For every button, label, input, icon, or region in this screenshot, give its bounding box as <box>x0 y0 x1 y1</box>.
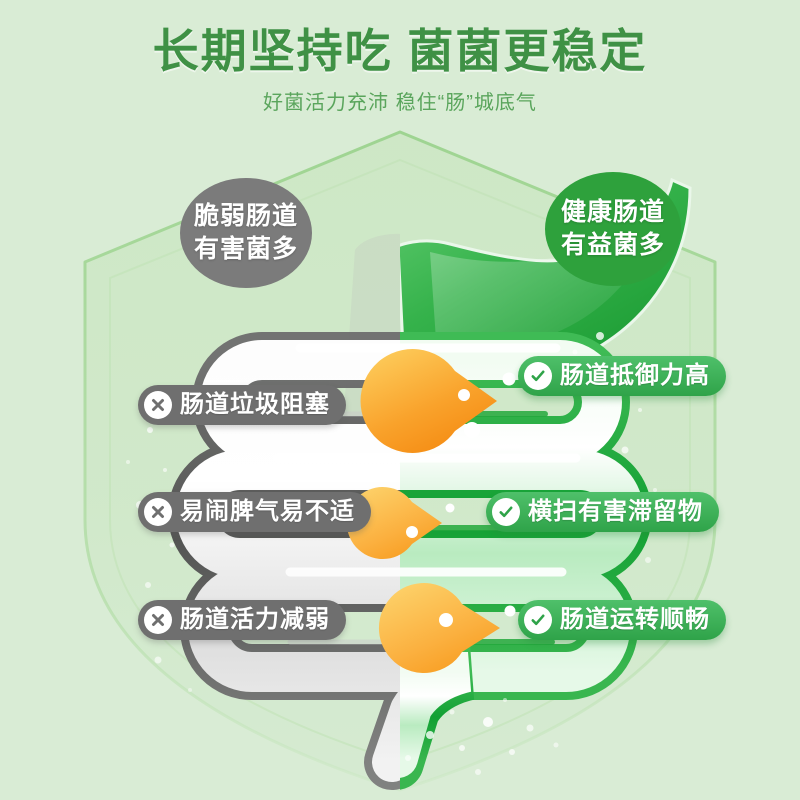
header: 长期坚持吃 菌菌更稳定 好菌活力充沛 稳住“肠”城底气 <box>0 0 800 117</box>
pill-good-2: 横扫有害滞留物 <box>486 492 719 532</box>
pill-good-3-label: 肠道运转顺畅 <box>560 606 710 633</box>
pill-good-1: 肠道抵御力高 <box>518 356 726 396</box>
check-icon <box>524 606 552 634</box>
page-title: 长期坚持吃 菌菌更稳定 <box>152 25 648 77</box>
badge-unhealthy-line2: 有害菌多 <box>193 235 298 263</box>
pill-bad-3-label: 肠道活力减弱 <box>180 606 330 633</box>
pill-good-3: 肠道运转顺畅 <box>518 600 726 640</box>
pill-bad-1-label: 肠道垃圾阻塞 <box>180 391 330 418</box>
badge-healthy-line1: 健康肠道 <box>560 198 665 226</box>
page-subtitle: 好菌活力充沛 稳住“肠”城底气 <box>263 92 537 114</box>
cross-icon <box>144 391 172 419</box>
food-dot <box>464 422 480 438</box>
food-dot <box>439 613 453 627</box>
pill-good-1-label: 肠道抵御力高 <box>560 362 710 389</box>
food-dot <box>406 526 418 538</box>
badge-unhealthy-gut: 脆弱肠道 有害菌多 <box>180 178 312 288</box>
badge-healthy-line2: 有益菌多 <box>560 231 665 259</box>
pill-bad-2-label: 易闹脾气易不适 <box>180 498 355 525</box>
pill-good-2-label: 横扫有害滞留物 <box>528 498 703 525</box>
cross-icon <box>144 606 172 634</box>
check-icon <box>492 498 520 526</box>
pill-bad-3: 肠道活力减弱 <box>138 600 346 640</box>
food-dot <box>458 389 470 401</box>
badge-unhealthy-line1: 脆弱肠道 <box>193 202 298 230</box>
badge-healthy-gut: 健康肠道 有益菌多 <box>545 172 681 286</box>
cross-icon <box>144 498 172 526</box>
pill-bad-2: 易闹脾气易不适 <box>138 492 371 532</box>
check-icon <box>524 362 552 390</box>
pill-bad-1: 肠道垃圾阻塞 <box>138 385 346 425</box>
